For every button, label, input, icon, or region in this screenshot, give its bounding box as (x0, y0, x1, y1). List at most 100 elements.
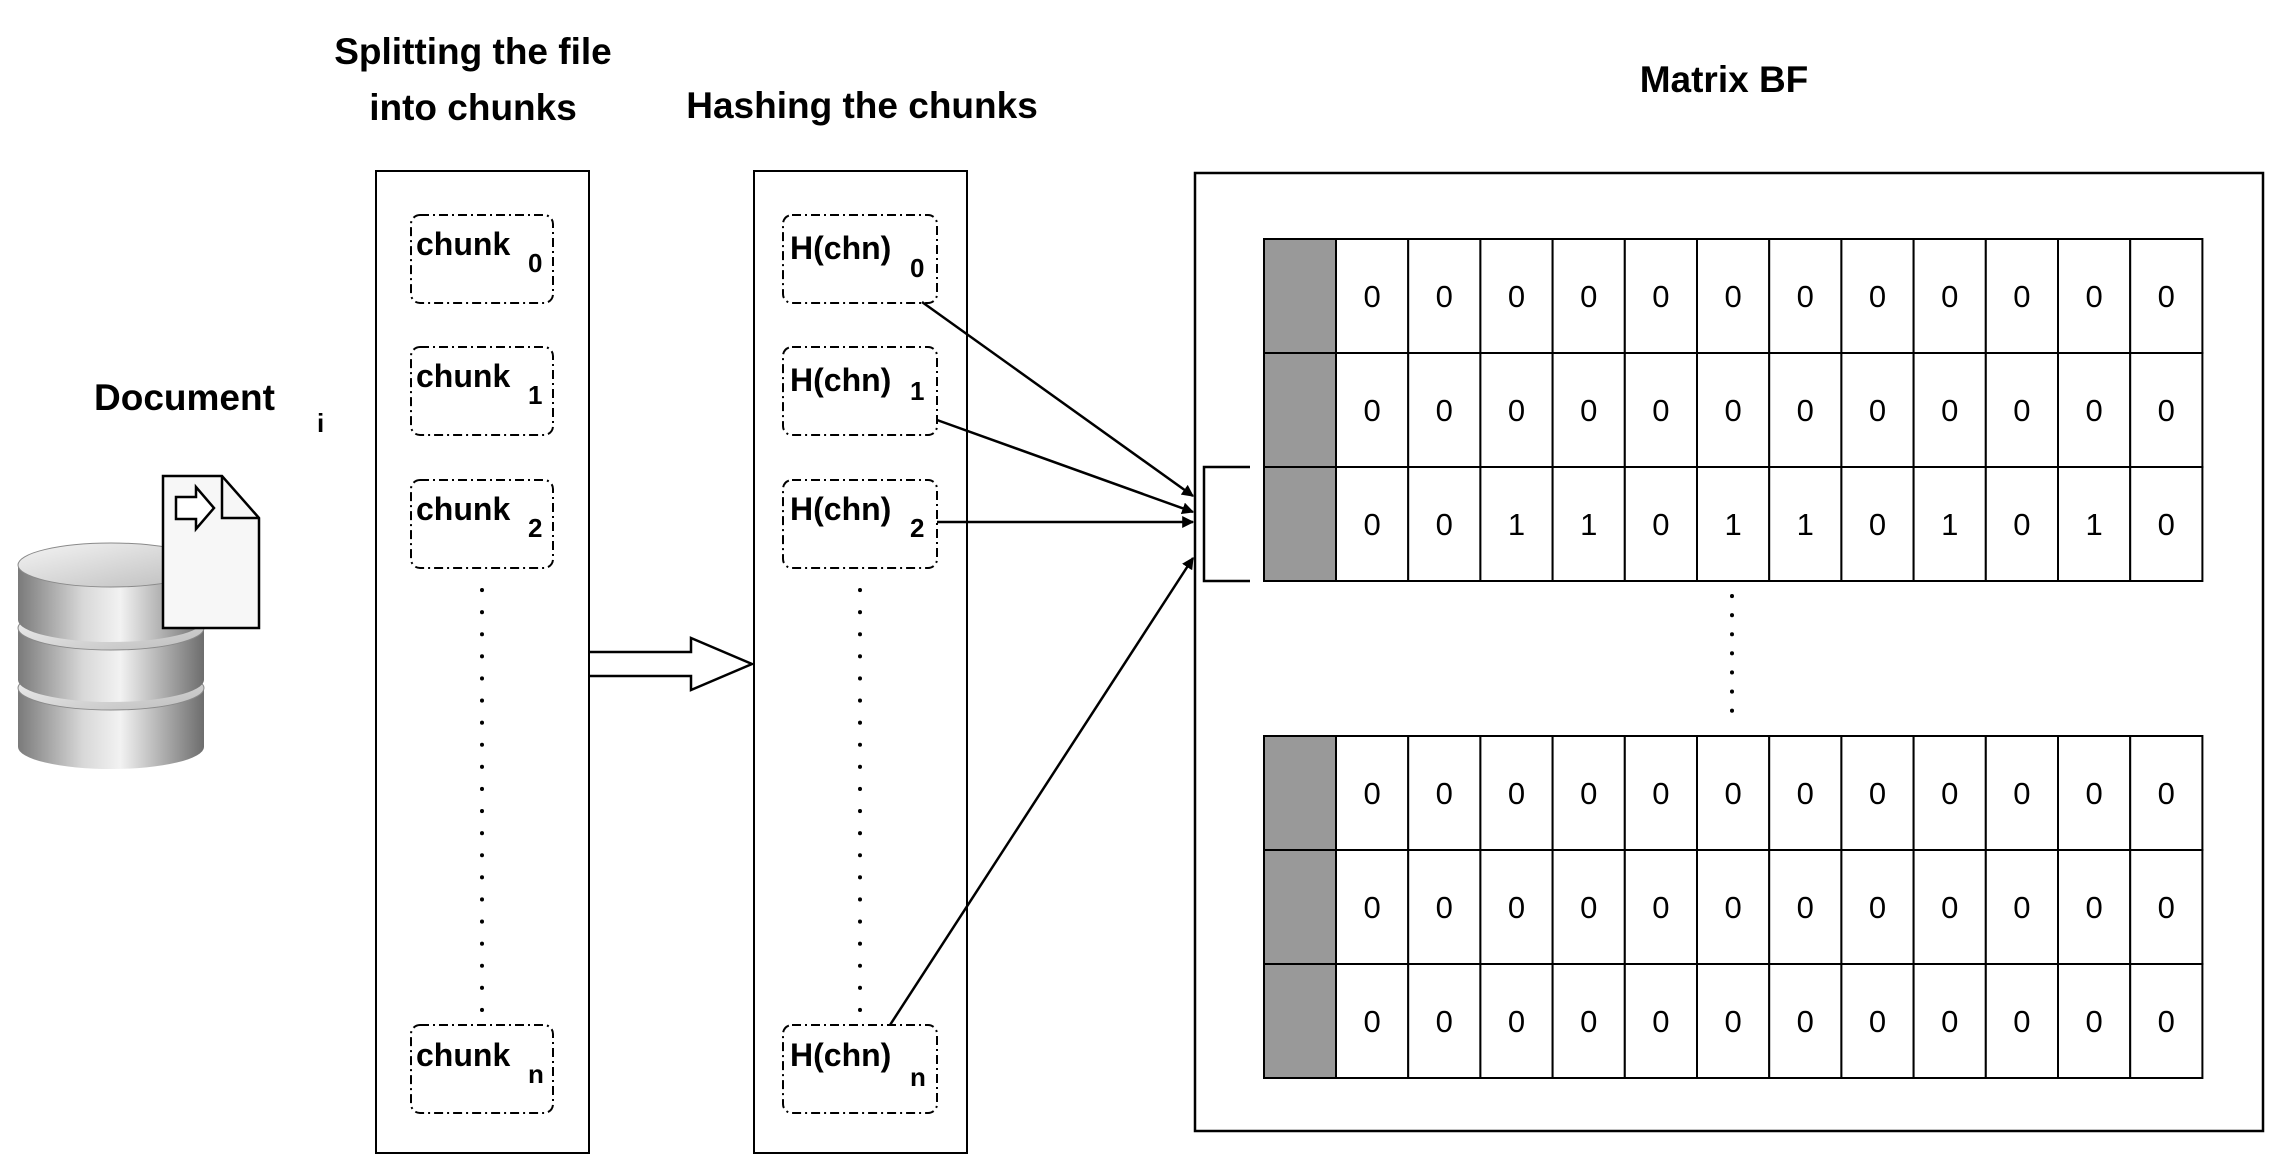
matrix-cell-value: 0 (2158, 279, 2175, 314)
matrix-cell-value: 0 (1797, 1004, 1814, 1039)
matrix-cell (1407, 466, 1482, 582)
matrix-cell-value: 0 (1436, 776, 1453, 811)
chunk-box-1: chunk 1 (410, 346, 554, 436)
matrix-cell-value: 0 (1652, 279, 1669, 314)
database-icon (17, 542, 205, 769)
hollow-arrow-icon (590, 636, 756, 692)
file-import-icon (161, 474, 261, 630)
matrix-cell-value: 0 (1436, 279, 1453, 314)
matrix-cell-value: 0 (1580, 776, 1597, 811)
matrix-cell-value: 0 (1508, 890, 1525, 925)
matrix-cell-value: 0 (2158, 776, 2175, 811)
matrix-cell-value: 0 (1652, 890, 1669, 925)
matrix-row-header-cell (1263, 352, 1337, 468)
matrix-cell-value: 1 (1724, 507, 1741, 542)
matrix-cell (1696, 963, 1771, 1079)
hash-subscript: 0 (910, 253, 924, 283)
matrix-cell-value: 0 (2085, 1004, 2102, 1039)
hash-label: H(chn) (790, 491, 891, 527)
matrix-cell (1335, 849, 1410, 965)
matrix-cell (2057, 238, 2132, 354)
matrix-cell (1551, 352, 1626, 468)
matrix-cell-value: 0 (1797, 776, 1814, 811)
matrix-cell-value: 0 (1363, 890, 1380, 925)
matrix-cell-value: 0 (2158, 507, 2175, 542)
matrix-cell-value: 0 (1652, 1004, 1669, 1039)
matrix-cell (1840, 352, 1915, 468)
matrix-cell-value: 0 (2013, 279, 2030, 314)
matrix-cell (1407, 352, 1482, 468)
matrix-cell-value: 0 (1652, 393, 1669, 428)
matrix-cell (2129, 849, 2204, 965)
matrix-cell-value: 1 (1941, 507, 1958, 542)
matrix-cell-value: 0 (2085, 393, 2102, 428)
matrix-cell-value: 0 (1724, 890, 1741, 925)
matrix-cell-value: 0 (1869, 507, 1886, 542)
matrix-cell (1623, 849, 1699, 965)
matrix-cell-value: 0 (1724, 1004, 1741, 1039)
matrix-cell-value: 0 (1869, 393, 1886, 428)
matrix-cell (2129, 238, 2204, 354)
matrix-cell-value: 0 (1436, 507, 1453, 542)
matrix-cell (1551, 963, 1626, 1079)
matrix-cell-value: 0 (1580, 393, 1597, 428)
matrix-cell (1479, 849, 1554, 965)
matrix-cell (1623, 352, 1699, 468)
matrix-cell-value: 0 (1941, 279, 1958, 314)
matrix-cell-value: 0 (1580, 1004, 1597, 1039)
matrix-cell-value: 0 (1580, 890, 1597, 925)
matrix-cell (2057, 352, 2132, 468)
matrix-cell-value: 0 (2013, 507, 2030, 542)
matrix-row-header-cell (1263, 238, 1337, 354)
matrix-cell-value: 0 (2013, 393, 2030, 428)
hash-subscript: n (910, 1062, 926, 1092)
hash-label: H(chn) (790, 362, 891, 398)
matrix-cell (1696, 238, 1771, 354)
matrix-cell-value: 0 (1724, 393, 1741, 428)
chunk-subscript: 2 (528, 513, 542, 543)
hash-label: H(chn) (790, 230, 891, 266)
matrix-cell-value: 0 (1508, 776, 1525, 811)
matrix-cell-value: 0 (1363, 1004, 1380, 1039)
row-bracket (1202, 465, 1250, 583)
matrix-cell-value: 0 (1436, 393, 1453, 428)
matrix-cell (2129, 735, 2204, 851)
matrix-cell-value: 0 (1508, 279, 1525, 314)
arrow-h0 (921, 300, 1194, 498)
matrix-cell (1551, 466, 1626, 582)
matrix-cell (1335, 735, 1410, 851)
matrix-cell (1984, 963, 2060, 1079)
matrix-cell-value: 0 (1869, 776, 1886, 811)
chunk-subscript: 0 (528, 248, 542, 278)
matrix-cell-value: 0 (1941, 776, 1958, 811)
matrix-cell (1840, 963, 1915, 1079)
matrix-cell-value: 0 (1724, 776, 1741, 811)
hash-box-n: H(chn) n (782, 1024, 938, 1114)
matrix-cell-value: 0 (1941, 393, 1958, 428)
matrix-cell-value: 0 (1363, 279, 1380, 314)
matrix-cell (1768, 352, 1843, 468)
title-hashing: Hashing the chunks (686, 85, 1038, 126)
arrow-h1 (936, 418, 1195, 514)
title-splitting-line2: into chunks (369, 87, 577, 128)
matrix-cell-value: 0 (1363, 507, 1380, 542)
chunk-box-2: chunk 2 (410, 479, 554, 569)
matrix-cell-value: 0 (2158, 890, 2175, 925)
matrix-cell (1840, 466, 1915, 582)
matrix-cell (1479, 238, 1554, 354)
matrix-cell (2129, 963, 2204, 1079)
matrix-cell (1768, 963, 1843, 1079)
hash-subscript: 2 (910, 513, 924, 543)
matrix-cell (1768, 735, 1843, 851)
matrix-cell (1479, 466, 1554, 582)
document-label: Document (94, 377, 275, 418)
matrix-cell-value: 0 (2085, 776, 2102, 811)
matrix-cell-value: 1 (1797, 507, 1814, 542)
document-subscript: i (317, 408, 324, 438)
matrix-cell (1623, 466, 1699, 582)
matrix-cell-value: 0 (1724, 279, 1741, 314)
matrix-cell (1912, 849, 1987, 965)
